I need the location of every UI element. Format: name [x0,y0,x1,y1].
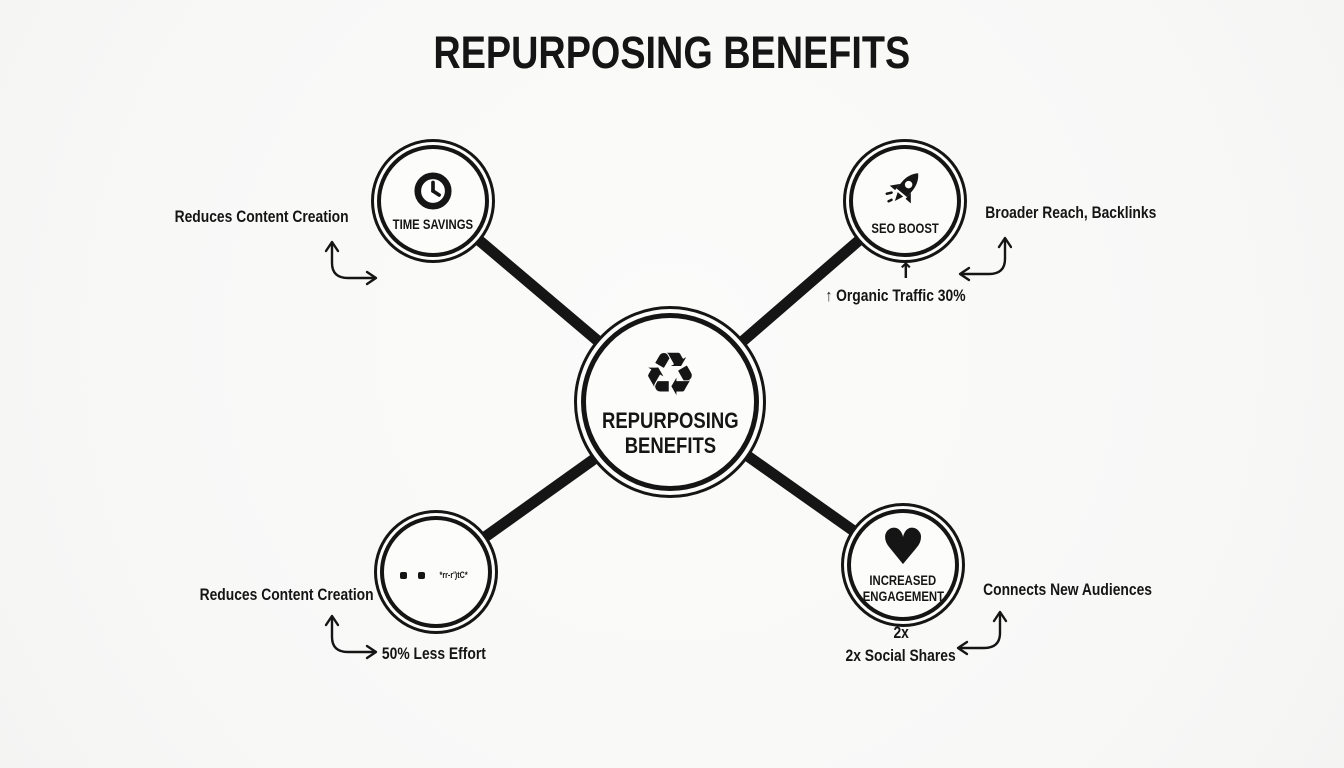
center-node: ♻ REPURPOSING BENEFITS [574,306,766,498]
connector-top-left [470,231,609,352]
center-node-inner: ♻ REPURPOSING BENEFITS [581,313,759,491]
node-increased-engagement: ♥ INCREASED ENGAGEMENT [841,503,965,627]
curved-arrow-top-right [958,236,1012,282]
connector-top-right [732,231,868,352]
node-increased-engagement-label: INCREASED ENGAGEMENT [855,573,952,604]
scribble-glyphs: *rr-r')tC* [439,570,469,580]
node-increased-engagement-inner: ♥ INCREASED ENGAGEMENT [847,509,959,621]
node-seo-boost-label: SEO BOOST [871,220,939,236]
node-time-savings-inner: TIME SAVINGS [377,145,489,257]
annotation-effort-metric: 50% Less Effort [382,645,487,663]
annotation-time-savings: Reduces Content Creation [174,208,350,226]
annotation-seo-metric: ↑ Organic Traffic 30% [824,287,966,305]
recycle-icon: ♻ [643,340,697,411]
page-title: REPURPOSING BENEFITS [0,27,1344,79]
rocket-icon [885,173,919,204]
curved-arrow-bottom-right [956,610,1008,656]
center-node-label: REPURPOSING BENEFITS [589,409,752,458]
connector-bottom-right [738,447,862,539]
annotation-engagement-note: Connects New Audiences [983,581,1153,599]
heart-icon: ♥ [880,517,926,576]
center-label-line1: REPURPOSING [601,408,739,434]
node-less-effort: *rr-r')tC* [374,510,498,634]
annotation-seo-note: Broader Reach, Backlinks [985,204,1157,222]
clock-icon [414,172,452,210]
connector-bottom-left [474,447,608,547]
node-less-effort-inner: *rr-r')tC* [380,516,492,628]
node-time-savings: TIME SAVINGS [371,139,495,263]
dot-icon [400,571,408,579]
center-label-line2: BENEFITS [624,433,716,458]
curved-arrow-top-left [324,240,378,286]
node-seo-boost: SEO BOOST [843,139,967,263]
up-arrow-icon: ↑ [897,259,915,283]
annotation-engagement-metric-2: 2x Social Shares [845,647,957,665]
engagement-label-line1: INCREASED [869,573,937,589]
dot-icon [418,571,426,579]
curved-arrow-bottom-left [324,614,378,660]
engagement-label-line2: ENGAGEMENT [862,588,944,604]
page-title-text: REPURPOSING BENEFITS [433,27,911,78]
annotation-effort-note: Reduces Content Creation [199,586,375,604]
dots-scribble: *rr-r')tC* [400,570,471,580]
annotation-engagement-metric-1: 2x [893,624,909,642]
node-seo-boost-inner: SEO BOOST [849,145,961,257]
node-time-savings-label: TIME SAVINGS [392,216,474,232]
